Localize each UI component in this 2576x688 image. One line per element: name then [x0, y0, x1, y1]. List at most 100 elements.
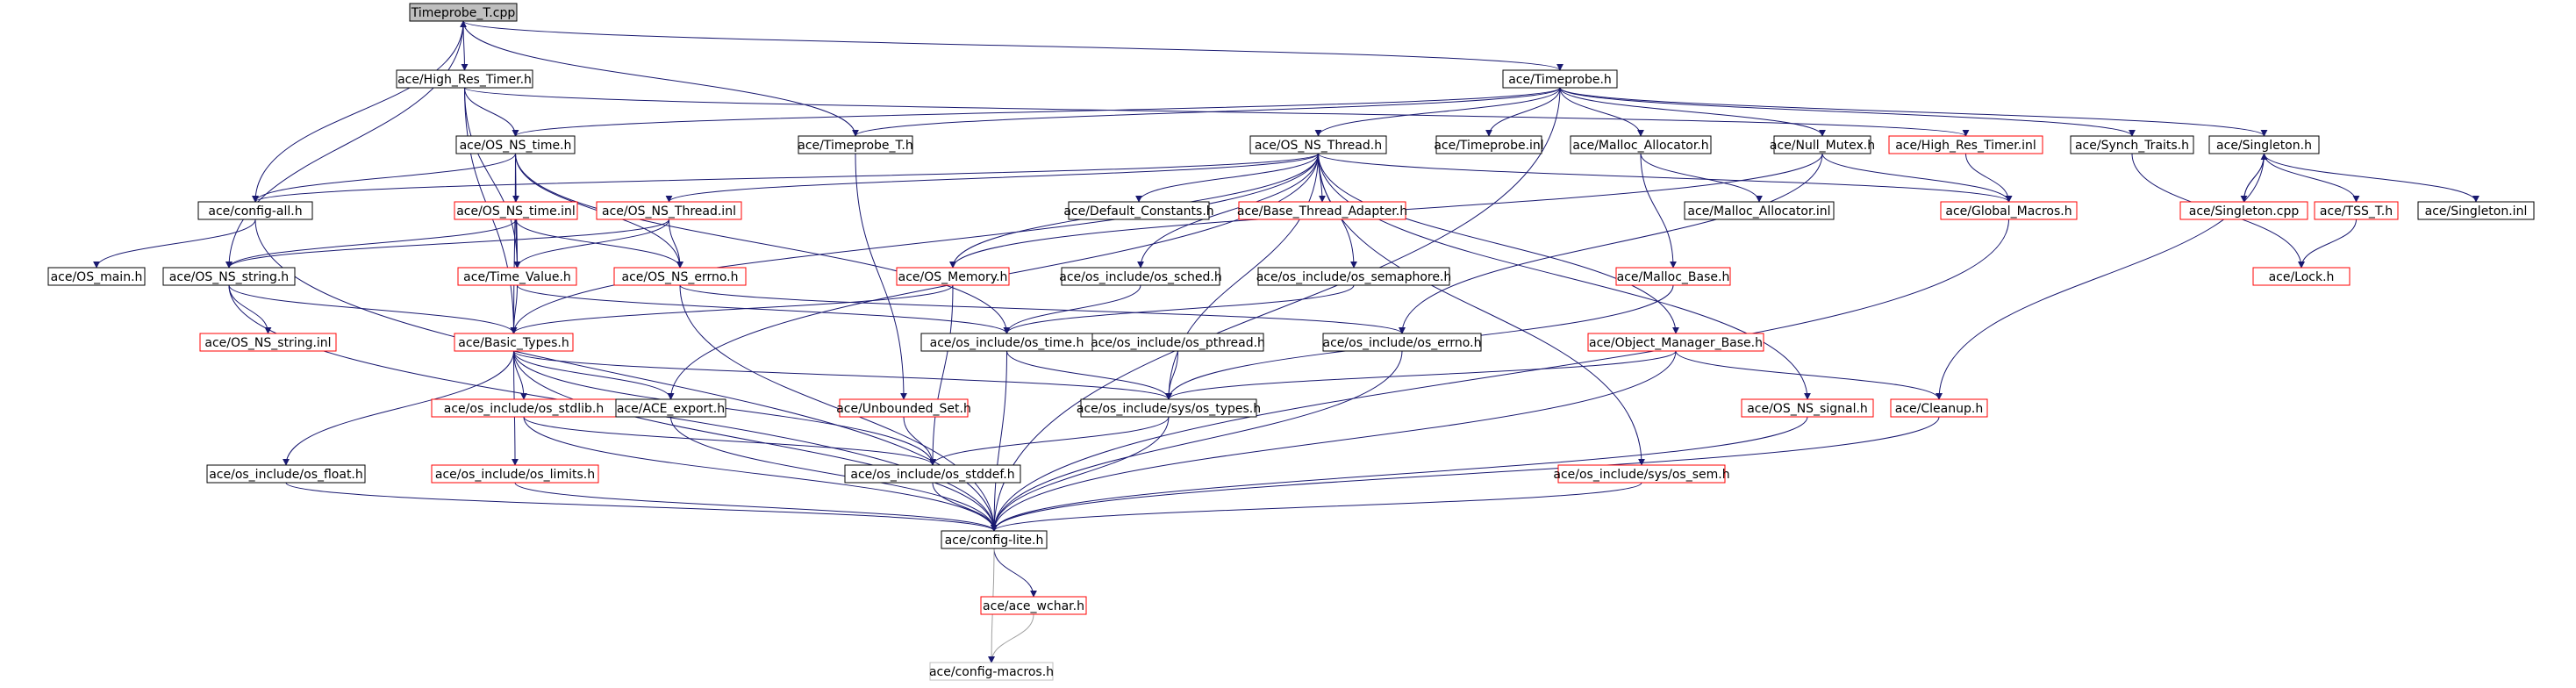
- node-ostime[interactable]: ace/os_include/os_time.h: [920, 333, 1093, 352]
- edge-tp-to-tpt: [852, 87, 1561, 137]
- edge-osnsthread-to-globalmacros: [1318, 153, 2013, 203]
- node-aceexport[interactable]: ace/ACE_export.h: [615, 398, 726, 418]
- node-osfloat[interactable]: ace/os_include/os_float.h: [206, 464, 366, 484]
- node-box: [941, 530, 1048, 549]
- node-box: [1322, 333, 1482, 352]
- edge-basictypes-to-aceexport: [513, 350, 675, 400]
- node-box: [1238, 201, 1406, 220]
- edge-omb-to-cleanup: [1675, 350, 1943, 400]
- node-omb[interactable]: ace/Object_Manager_Base.h: [1587, 333, 1764, 352]
- edge-osnsthreadinl-to-timevalue: [513, 219, 669, 269]
- edge-tp-to-osnsthread: [1314, 87, 1561, 137]
- edge-tpt-to-root: [460, 20, 856, 137]
- edge-hrt-to-timevalue: [464, 87, 521, 269]
- node-osnsstringinl[interactable]: ace/OS_NS_string.inl: [199, 333, 337, 352]
- node-defconst[interactable]: ace/Default_Constants.h: [1063, 201, 1214, 220]
- edge-tp-to-synch: [1559, 87, 2136, 137]
- node-label: ace/OS_NS_errno.h: [621, 270, 738, 284]
- node-systypes[interactable]: ace/os_include/sys/os_types.h: [1077, 398, 1261, 418]
- node-box: [396, 69, 533, 89]
- edge-omb-to-systypes: [1165, 350, 1677, 400]
- node-box: [47, 267, 146, 286]
- edge-basictypes-to-configlite: [513, 350, 998, 532]
- node-syssem[interactable]: ace/os_include/sys/os_sem.h: [1553, 464, 1730, 484]
- node-singletoninl[interactable]: ace/Singleton.inl: [2417, 201, 2535, 220]
- node-osnserrno[interactable]: ace/OS_NS_errno.h: [613, 267, 747, 286]
- edge-ostime-to-configlite: [991, 350, 1007, 532]
- node-osmemory[interactable]: ace/OS_Memory.h: [896, 267, 1010, 286]
- edge-systypes-to-osstddef: [929, 416, 1170, 466]
- edge-basictypes-to-systypes: [513, 350, 1172, 400]
- node-box: [2417, 201, 2535, 220]
- node-hrt[interactable]: ace/High_Res_Timer.h: [396, 69, 533, 89]
- node-tpinl[interactable]: ace/Timeprobe.inl: [1434, 135, 1544, 154]
- edge-mallocalloc-to-mallocbase: [1640, 153, 1677, 269]
- node-osnstimeinl[interactable]: ace/OS_NS_time.inl: [454, 201, 578, 220]
- node-globalmacros[interactable]: ace/Global_Macros.h: [1940, 201, 2078, 220]
- nodes-layer: Timeprobe_T.cpp ace/High_Res_Timer.h ace/T…: [47, 3, 2535, 681]
- node-root[interactable]: Timeprobe_T.cpp: [409, 3, 518, 22]
- node-timevalue[interactable]: ace/Time_Value.h: [457, 267, 577, 286]
- edge-osnsthread-to-osnsthreadinl: [665, 153, 1319, 203]
- node-basictypes[interactable]: ace/Basic_Types.h: [454, 333, 574, 352]
- edge-singleton-to-cleanup: [1936, 153, 2265, 400]
- edge-root-to-hrt: [461, 20, 469, 71]
- node-singletoncpp[interactable]: ace/Singleton.cpp: [2179, 201, 2308, 220]
- node-mallocallocinl[interactable]: ace/Malloc_Allocator.inl: [1684, 201, 1835, 220]
- node-synch[interactable]: ace/Synch_Traits.h: [2070, 135, 2194, 154]
- edge-osnserrno-to-configlite: [679, 284, 998, 532]
- node-configmacros[interactable]: ace/config-macros.h: [929, 662, 1054, 681]
- edge-osnstime-to-configall: [252, 153, 516, 203]
- node-osnstime[interactable]: ace/OS_NS_time.h: [455, 135, 576, 154]
- node-box: [206, 464, 366, 484]
- edge-cleanup-to-configlite: [991, 416, 1940, 532]
- node-singleton[interactable]: ace/Singleton.h: [2208, 135, 2320, 154]
- node-tp[interactable]: ace/Timeprobe.h: [1502, 69, 1618, 89]
- node-cleanup[interactable]: ace/Cleanup.h: [1890, 398, 1988, 418]
- node-osnsthreadinl[interactable]: ace/OS_NS_Thread.inl: [596, 201, 742, 220]
- node-mallocalloc[interactable]: ace/Malloc_Allocator.h: [1570, 135, 1712, 154]
- edge-oserrno-to-configlite: [991, 350, 1403, 532]
- node-osnssignal[interactable]: ace/OS_NS_signal.h: [1741, 398, 1874, 418]
- edge-osstdlib-to-osstddef: [523, 416, 936, 466]
- edge-root-to-osnsstring: [225, 20, 464, 269]
- node-label: Timeprobe_T.cpp: [411, 6, 516, 20]
- edge-timevalue-to-ostime: [517, 284, 1011, 334]
- node-osmain[interactable]: ace/OS_main.h: [47, 267, 146, 286]
- edge-singleton-to-singletoninl: [2264, 153, 2479, 203]
- node-label: ace/Base_Thread_Adapter.h: [1237, 204, 1407, 219]
- node-osstddef[interactable]: ace/os_include/os_stddef.h: [844, 464, 1021, 484]
- edge-configall-to-configlite: [254, 219, 998, 532]
- node-oslimits[interactable]: ace/os_include/os_limits.h: [431, 464, 599, 484]
- node-hrtinl[interactable]: ace/High_Res_Timer.inl: [1888, 135, 2043, 154]
- node-osstdlib[interactable]: ace/os_include/os_stdlib.h: [431, 398, 617, 418]
- node-ospthread[interactable]: ace/os_include/os_pthread.h: [1091, 333, 1265, 352]
- edge-tp-to-configlite: [991, 87, 1561, 532]
- node-configlite[interactable]: ace/config-lite.h: [941, 530, 1048, 549]
- node-oserrno[interactable]: ace/os_include/os_errno.h: [1322, 333, 1482, 352]
- node-ossemaphore[interactable]: ace/os_include/os_semaphore.h: [1256, 267, 1452, 286]
- node-btadapter[interactable]: ace/Base_Thread_Adapter.h: [1237, 201, 1407, 220]
- node-lock[interactable]: ace/Lock.h: [2252, 267, 2351, 286]
- node-label: ace/Time_Value.h: [463, 270, 571, 284]
- node-configall[interactable]: ace/config-all.h: [197, 201, 313, 220]
- node-acewchar[interactable]: ace/ace_wchar.h: [980, 596, 1087, 615]
- edge-configlite-to-acewchar: [993, 548, 1037, 598]
- node-label: ace/os_include/os_semaphore.h: [1256, 270, 1452, 284]
- node-box: [839, 398, 969, 418]
- edge-tp-to-nullmutex: [1559, 87, 1826, 137]
- node-nullmutex[interactable]: ace/Null_Mutex.h: [1770, 135, 1875, 154]
- edge-osnsthread-to-omb: [1318, 153, 1679, 334]
- node-mallocbase[interactable]: ace/Malloc_Base.h: [1615, 267, 1731, 286]
- node-unboundedset[interactable]: ace/Unbounded_Set.h: [836, 398, 971, 418]
- node-box: [1061, 267, 1220, 286]
- node-box: [615, 398, 726, 418]
- node-tsst[interactable]: ace/TSS_T.h: [2314, 201, 2399, 220]
- node-osnsthread[interactable]: ace/OS_NS_Thread.h: [1249, 135, 1387, 154]
- node-ossched[interactable]: ace/os_include/os_sched.h: [1059, 267, 1222, 286]
- node-label: ace/Lock.h: [2269, 270, 2335, 284]
- node-label: ace/ace_wchar.h: [983, 599, 1084, 613]
- node-tpt[interactable]: ace/Timeprobe_T.h: [798, 135, 913, 154]
- node-osnsstring[interactable]: ace/OS_NS_string.h: [162, 267, 296, 286]
